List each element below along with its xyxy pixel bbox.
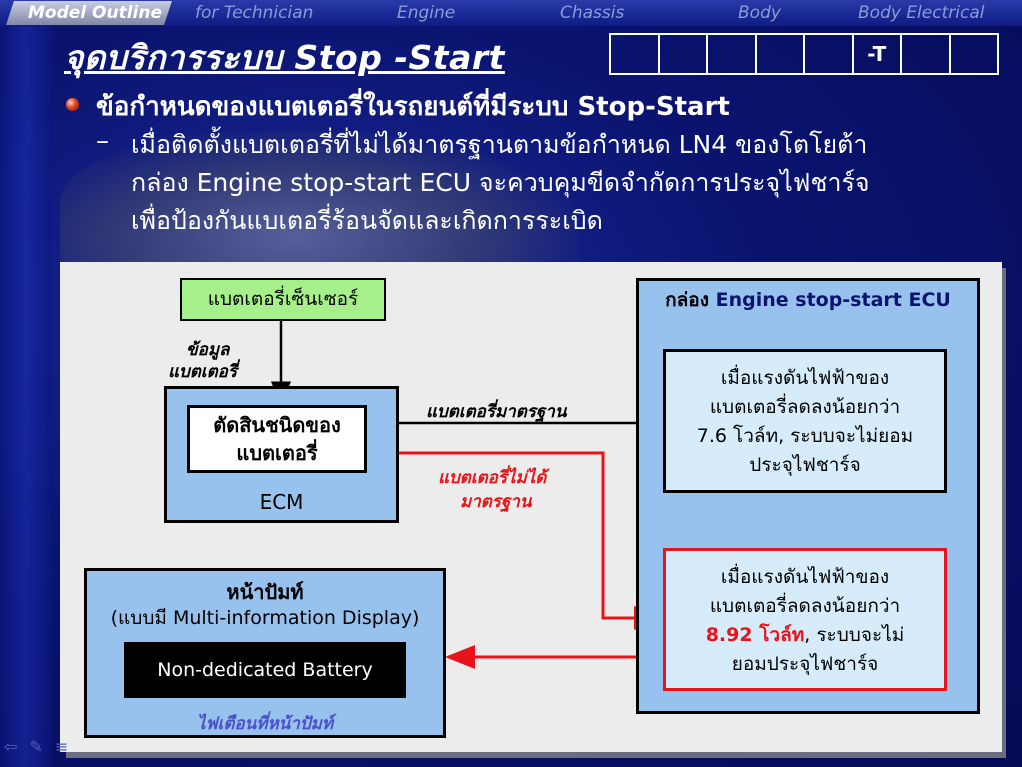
sub-bullet-line: กล่อง Engine stop-start ECU จะควบคุมขีดจ… bbox=[131, 168, 870, 197]
nonstd-line: 8.92 โวล์ท, ระบบจะไม่ bbox=[666, 621, 944, 650]
code-cell bbox=[805, 35, 854, 73]
nonstd-line: แบตเตอรี่ลดลงน้อยกว่า bbox=[709, 595, 901, 617]
meter-display: Non-dedicated Battery bbox=[124, 642, 406, 698]
battery-data-label: ข้อมูล bbox=[186, 340, 230, 360]
pen-icon[interactable]: ✎ bbox=[29, 737, 43, 756]
bullet-heading: ข้อกำหนดของแบตเตอรี่ในรถยนต์ที่มีระบบ St… bbox=[96, 92, 730, 122]
nav-tab-for-technician[interactable]: for Technician bbox=[195, 3, 314, 23]
slideshow-controls: ⇦ ✎ ≡ bbox=[4, 737, 80, 757]
sub-bullet-line: เพื่อป้องกันแบเตอรี่ร้อนจัดและเกิดการระเ… bbox=[131, 206, 603, 235]
menu-icon[interactable]: ≡ bbox=[54, 737, 69, 756]
nav-tab-model-outline[interactable]: Model Outline bbox=[28, 3, 163, 23]
slide-title: จุดบริการระบบ Stop -Start bbox=[64, 38, 505, 77]
code-cell: -T bbox=[854, 35, 902, 73]
model-code-row: -T bbox=[609, 33, 999, 75]
battery-sensor-box: แบตเตอรี่เซ็นเซอร์ bbox=[180, 278, 386, 321]
code-cell bbox=[757, 35, 805, 73]
code-cell bbox=[708, 35, 757, 73]
battery-type-judge-box: ตัดสินชนิดของ แบตเตอรี่ bbox=[187, 405, 367, 473]
std-line: แบตเตอรี่ลดลงน้อยกว่า bbox=[709, 396, 901, 418]
ecm-label: ECM bbox=[259, 490, 304, 514]
nonstandard-battery-label: มาตรฐาน bbox=[460, 492, 532, 512]
nonstandard-voltage-box: เมื่อแรงดันไฟฟ้าของ แบตเตอรี่ลดลงน้อยกว่… bbox=[663, 548, 947, 691]
nav-tab-body[interactable]: Body bbox=[738, 3, 781, 23]
nav-tab-engine[interactable]: Engine bbox=[397, 3, 456, 23]
ecu-name: Engine stop-start ECU bbox=[715, 289, 951, 311]
ecu-prefix: กล่อง bbox=[665, 289, 716, 311]
battery-data-label: แบตเตอรี่ bbox=[168, 362, 237, 382]
judge-line: แบตเตอรี่ bbox=[236, 441, 318, 465]
top-nav: Model Outline for Technician Engine Chas… bbox=[0, 0, 1022, 26]
nonstandard-battery-arrow bbox=[368, 451, 664, 630]
code-cell bbox=[611, 35, 660, 73]
bullet-dot-icon bbox=[66, 98, 79, 111]
back-arrow-icon[interactable]: ⇦ bbox=[4, 737, 18, 756]
left-decor-stripe bbox=[0, 26, 52, 767]
nav-tab-body-electrical[interactable]: Body Electrical bbox=[858, 3, 985, 23]
std-line: เมื่อแรงดันไฟฟ้าของ bbox=[720, 367, 890, 389]
stop-start-ecu-title: กล่อง Engine stop-start ECU bbox=[636, 285, 980, 315]
sub-bullet-dash: – bbox=[96, 126, 109, 156]
code-cell bbox=[660, 35, 708, 73]
meter-title: หน้าปัมท์ bbox=[226, 580, 304, 604]
std-line: 7.6 โวล์ท, ระบบจะไม่ยอม bbox=[696, 425, 914, 447]
standard-voltage-box: เมื่อแรงดันไฟฟ้าของ แบตเตอรี่ลดลงน้อยกว่… bbox=[663, 349, 947, 493]
nonstd-line: เมื่อแรงดันไฟฟ้าของ bbox=[720, 566, 890, 588]
voltage-threshold: 8.92 โวล์ท bbox=[705, 624, 805, 646]
sub-bullet-line: เมื่อติดตั้งแบตเตอรี่ที่ไม่ได้มาตรฐานตาม… bbox=[131, 130, 868, 159]
nonstandard-battery-label: แบตเตอรี่ไม่ได้ bbox=[438, 468, 547, 488]
std-line: ประจุไฟชาร์จ bbox=[749, 454, 861, 476]
nonstd-line-rest: , ระบบจะไม่ bbox=[804, 624, 905, 646]
standard-battery-label: แบตเตอรี่มาตรฐาน bbox=[426, 402, 567, 422]
judge-line: ตัดสินชนิดของ bbox=[213, 413, 341, 437]
meter-subtitle: (แบบมี Multi-information Display) bbox=[110, 607, 420, 629]
nonstd-line: ยอมประจุไฟชาร์จ bbox=[731, 653, 879, 675]
meter-warning-label: ไฟเตือนที่หน้าปัมท์ bbox=[196, 714, 334, 734]
code-cell bbox=[902, 35, 951, 73]
nav-tab-chassis[interactable]: Chassis bbox=[560, 3, 625, 23]
